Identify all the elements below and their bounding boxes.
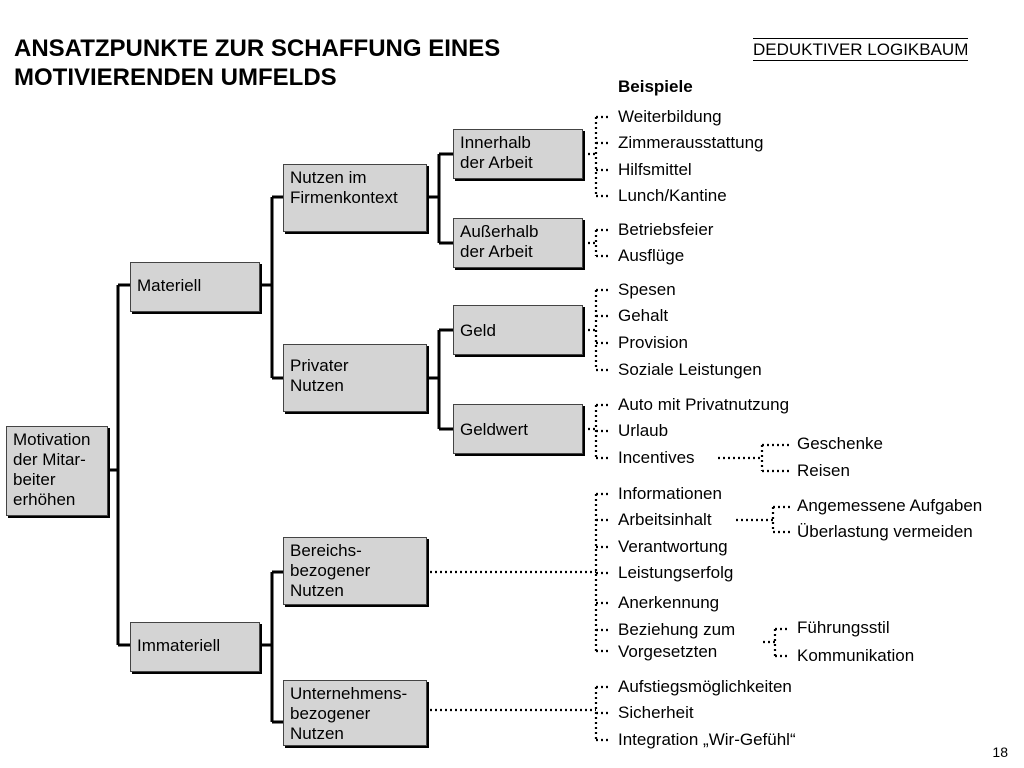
example-item: Integration „Wir-Gefühl“ bbox=[618, 730, 796, 749]
example-item: Ausflüge bbox=[618, 246, 685, 265]
bracket-geldwert bbox=[583, 403, 610, 460]
connector-materiell bbox=[260, 195, 283, 380]
bracket-vorgesetzte bbox=[763, 627, 790, 658]
node-line: Privater bbox=[290, 356, 349, 375]
tagline: DEDUKTIVER LOGIKBAUM bbox=[753, 38, 969, 61]
node-immateriell-label: Immateriell bbox=[137, 636, 221, 655]
example-item: Soziale Leistungen bbox=[618, 360, 762, 379]
node-line: Nutzen bbox=[290, 581, 344, 600]
node-line: Innerhalb bbox=[460, 133, 531, 152]
example-item: Informationen bbox=[618, 484, 722, 503]
node-line: Außerhalb bbox=[460, 222, 539, 241]
example-item: Auto mit Privatnutzung bbox=[618, 395, 790, 414]
node-root: Motivation der Mitar- beiter erhöhen bbox=[6, 426, 108, 516]
title-line-1: ANSATZPUNKTE ZUR SCHAFFUNG EINES bbox=[14, 35, 501, 62]
title-line-2: MOTIVIERENDEN UMFELDS bbox=[14, 64, 337, 91]
node-materiell: Materiell bbox=[130, 262, 260, 312]
example-item: Urlaub bbox=[618, 421, 669, 440]
examples-heading: Beispiele bbox=[618, 77, 693, 96]
example-item: Sicherheit bbox=[618, 703, 694, 722]
example-item: Betriebsfeier bbox=[618, 220, 714, 239]
node-line: Unternehmens- bbox=[290, 684, 408, 703]
node-line: der Arbeit bbox=[460, 153, 533, 172]
node-immateriell: Immateriell bbox=[130, 622, 260, 672]
connector-immateriell bbox=[260, 570, 283, 724]
node-geldwert: Geldwert bbox=[453, 404, 583, 454]
example-item: Verantwortung bbox=[618, 537, 728, 556]
node-innerhalb-arbeit: Innerhalb der Arbeit bbox=[453, 129, 583, 179]
node-geldwert-label: Geldwert bbox=[460, 420, 529, 439]
page-title: ANSATZPUNKTE ZUR SCHAFFUNG EINES MOTIVIE… bbox=[14, 34, 500, 92]
node-line: Nutzen bbox=[290, 724, 344, 743]
node-line: der Arbeit bbox=[460, 242, 533, 261]
node-nutzen-firmenkontext: Nutzen im Firmenkontext bbox=[283, 164, 427, 232]
example-item: Zimmerausstattung bbox=[618, 133, 764, 152]
bracket-arbeitsinhalt bbox=[736, 505, 790, 534]
bracket-innerhalb bbox=[583, 115, 610, 198]
example-item: Incentives bbox=[618, 448, 695, 467]
sub-example-item: Geschenke bbox=[797, 434, 883, 453]
node-line: bezogener bbox=[290, 561, 371, 580]
node-geld: Geld bbox=[453, 305, 583, 355]
bracket-bereich bbox=[430, 492, 610, 653]
node-bereichsbezogener-nutzen: Bereichs- bezogener Nutzen bbox=[283, 537, 427, 605]
example-item: Leistungserfolg bbox=[618, 563, 734, 582]
node-line: Nutzen bbox=[290, 376, 344, 395]
sub-example-item: Kommunikation bbox=[797, 646, 915, 665]
node-root-line: beiter bbox=[13, 470, 56, 489]
node-root-line: Motivation bbox=[13, 430, 91, 449]
node-privater-nutzen: Privater Nutzen bbox=[283, 344, 427, 412]
example-item: Anerkennung bbox=[618, 593, 720, 612]
example-item: Arbeitsinhalt bbox=[618, 510, 712, 529]
example-item: Lunch/Kantine bbox=[618, 186, 727, 205]
example-item: Gehalt bbox=[618, 306, 669, 325]
page-number: 18 bbox=[992, 744, 1008, 760]
example-item: Aufstiegsmöglichkeiten bbox=[618, 677, 792, 696]
node-line: Firmenkontext bbox=[290, 188, 398, 207]
bracket-unternehmen bbox=[430, 685, 610, 742]
sub-example-item: Reisen bbox=[797, 461, 850, 480]
sub-example-item: Angemessene Aufgaben bbox=[797, 496, 983, 515]
connector-privat bbox=[427, 328, 453, 431]
node-line: Nutzen im bbox=[290, 168, 367, 187]
example-item: Provision bbox=[618, 333, 688, 352]
example-item: Weiterbildung bbox=[618, 107, 722, 126]
example-item: Hilfsmittel bbox=[618, 160, 692, 179]
bracket-incentives bbox=[718, 443, 790, 473]
connector-root bbox=[108, 283, 130, 647]
sub-example-item: Führungsstil bbox=[797, 618, 890, 637]
node-unternehmensbezogener-nutzen: Unternehmens- bezogener Nutzen bbox=[283, 680, 427, 746]
example-item: Spesen bbox=[618, 280, 676, 299]
example-item: Vorgesetzten bbox=[618, 642, 718, 661]
node-materiell-label: Materiell bbox=[137, 276, 202, 295]
bracket-geld bbox=[583, 288, 610, 372]
bracket-ausserhalb bbox=[583, 228, 610, 258]
node-line: Bereichs- bbox=[290, 541, 362, 560]
example-item: Beziehung zum bbox=[618, 620, 736, 639]
node-root-line: erhöhen bbox=[13, 490, 76, 509]
node-ausserhalb-arbeit: Außerhalb der Arbeit bbox=[453, 218, 583, 268]
sub-example-item: Überlastung vermeiden bbox=[797, 522, 973, 541]
node-geld-label: Geld bbox=[460, 321, 496, 340]
connector-firmenkontext bbox=[427, 152, 453, 245]
node-root-line: der Mitar- bbox=[13, 450, 86, 469]
node-line: bezogener bbox=[290, 704, 371, 723]
